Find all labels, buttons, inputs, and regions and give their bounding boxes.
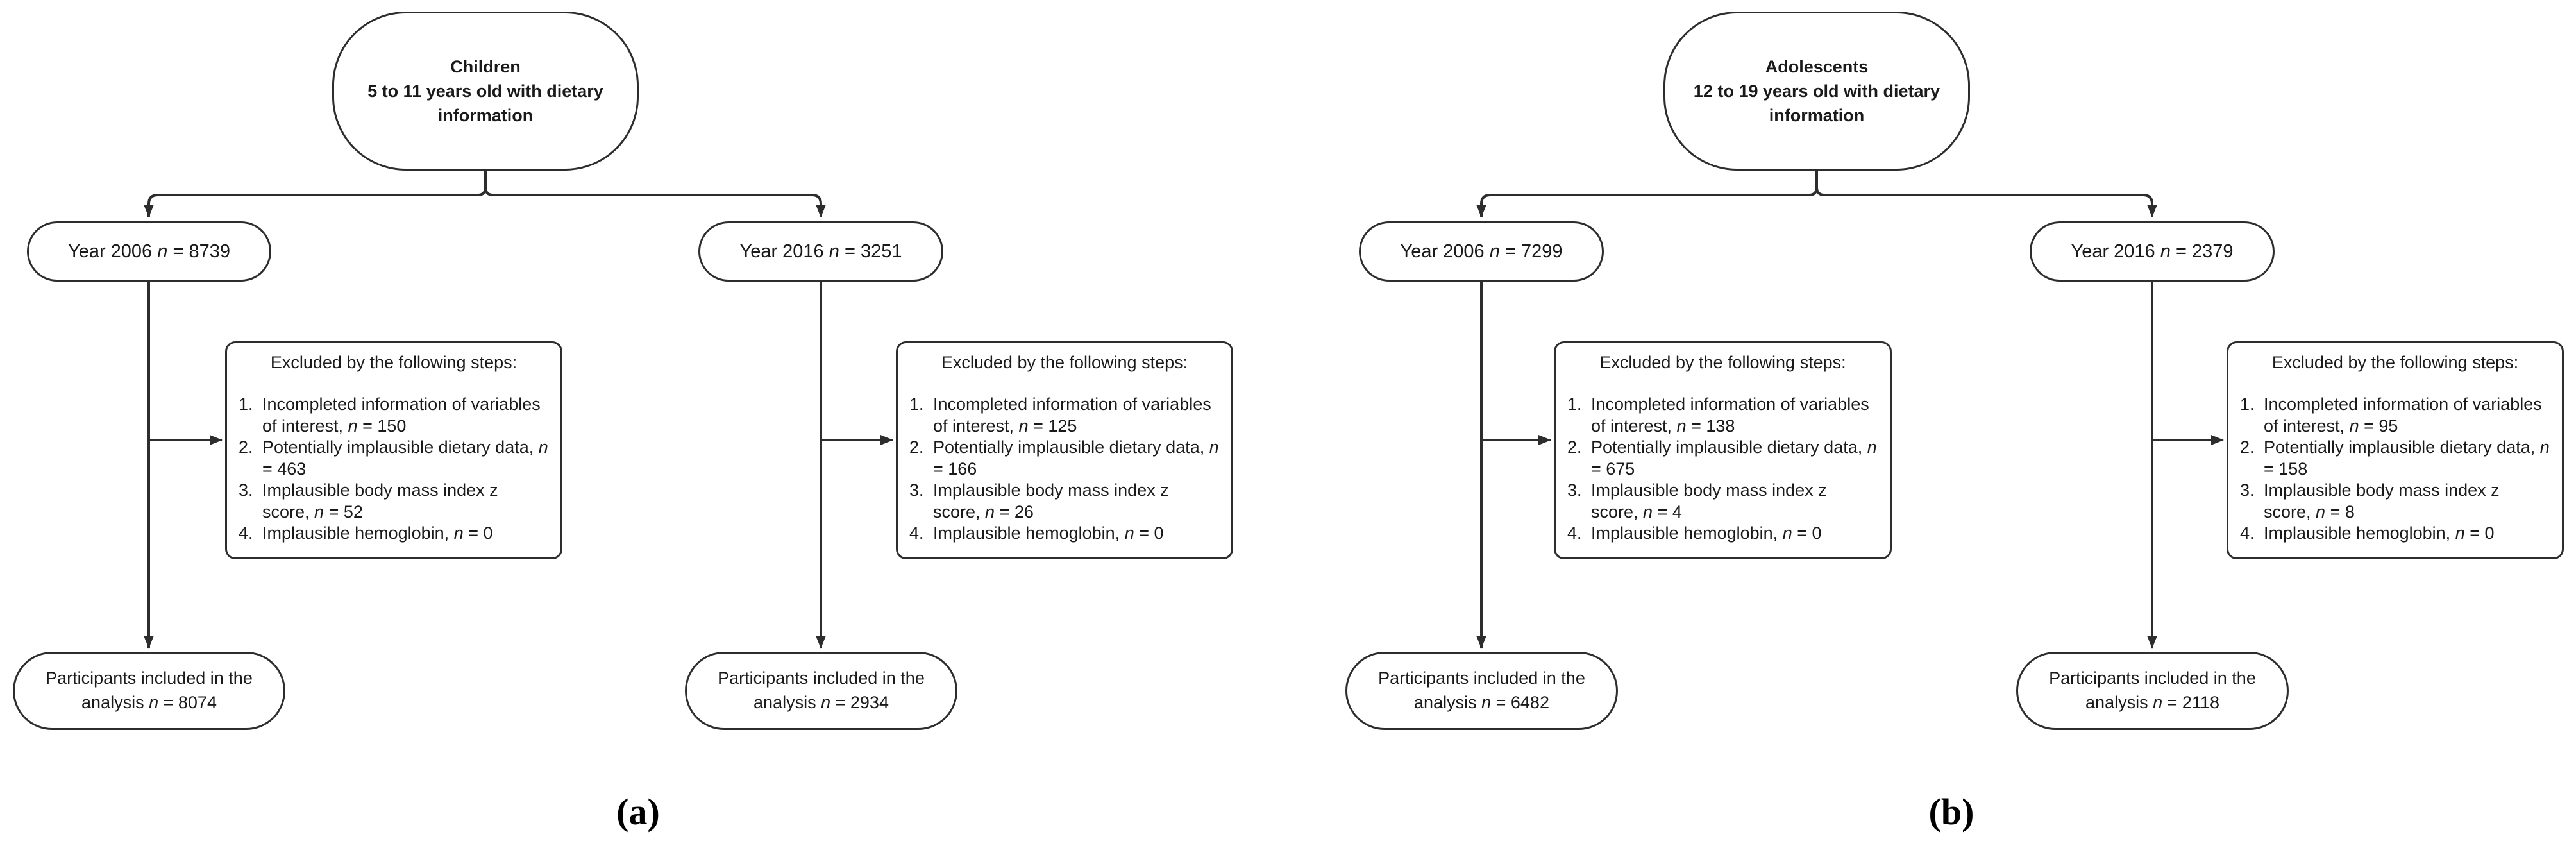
excluded-title: Excluded by the following steps: [2271,353,2519,372]
excluded-item: 3. Implausible body mass index z score, … [909,480,1169,522]
n-symbol: n [2455,523,2465,543]
panel-label-a: (a) [616,791,660,833]
excluded-item: 3. Implausible body mass index z score, … [2240,480,2500,522]
n-symbol: n [149,693,159,712]
n-symbol: n [2160,241,2171,262]
n-symbol: n [821,693,831,712]
year-node-text: Year 2006 n = 7299 [1400,241,1563,262]
n-symbol: n [314,502,324,522]
excluded-item: 3. Implausible body mass index z score, … [239,480,498,522]
excluded-item: 4. Implausible hemoglobin, n = 0 [2240,523,2495,543]
population-line: Adolescents [1765,56,1869,76]
n-symbol: n [1209,437,1219,457]
population-line: Children [450,56,521,76]
n-symbol: n [1124,523,1134,543]
panel-label-b: (b) [1928,791,1974,833]
excluded-box-b-2016: Excluded by the following steps: 1. Inco… [2227,341,2564,559]
excluded-title: Excluded by the following steps: [941,353,1188,372]
n-symbol: n [985,502,995,522]
result-line: Participants included in the [718,668,925,688]
year-2016-node-a: Year 2016 n = 3251 [698,221,943,282]
population-line: 5 to 11 years old with dietary [367,81,603,101]
result-line: analysis n = 2118 [2085,693,2219,712]
population-line: information [1769,106,1865,126]
n-symbol: n [2539,437,2550,457]
year-2006-node-b: Year 2006 n = 7299 [1359,221,1604,282]
result-line: analysis n = 6482 [1414,693,1549,712]
excluded-item: 1. Incompleted information of variables … [2240,394,2542,436]
n-symbol: n [1676,416,1687,436]
result-line: Participants included in the [1378,668,1585,688]
result-node-a-2006: Participants included in the analysis n … [13,652,285,730]
result-line: Participants included in the [46,668,253,688]
year-node-text: Year 2016 n = 2379 [2071,241,2234,262]
year-2006-node-a: Year 2006 n = 8739 [27,221,271,282]
excluded-item: 2. Potentially implausible dietary data,… [909,437,1219,479]
population-node-adolescents: Adolescents 12 to 19 years old with diet… [1663,12,1970,171]
n-symbol: n [453,523,464,543]
excluded-box-a-2016: Excluded by the following steps: 1. Inco… [896,341,1233,559]
excluded-item: 4. Implausible hemoglobin, n = 0 [239,523,493,543]
result-node-b-2006: Participants included in the analysis n … [1345,652,1618,730]
result-node-a-2016: Participants included in the analysis n … [685,652,957,730]
excluded-item: 2. Potentially implausible dietary data,… [2240,437,2550,479]
n-symbol: n [829,241,839,262]
excluded-title: Excluded by the following steps: [270,353,518,372]
n-symbol: n [1489,241,1500,262]
n-symbol: n [2316,502,2326,522]
panel-b-connectors [1476,171,2224,649]
n-symbol: n [348,416,358,436]
n-symbol: n [1481,693,1492,712]
n-symbol: n [1018,416,1029,436]
year-2016-node-b: Year 2016 n = 2379 [2030,221,2275,282]
year-node-text: Year 2006 n = 8739 [68,241,230,262]
population-line: information [437,106,534,126]
excluded-box-b-2006: Excluded by the following steps: 1. Inco… [1554,341,1892,559]
n-symbol: n [1867,437,1877,457]
year-node-text: Year 2016 n = 3251 [739,241,902,262]
population-line: 12 to 19 years old with dietary [1693,81,1940,101]
n-symbol: n [2349,416,2359,436]
n-symbol: n [2153,693,2163,712]
n-symbol: n [538,437,548,457]
excluded-item: 4. Implausible hemoglobin, n = 0 [909,523,1164,543]
excluded-item: 2. Potentially implausible dietary data,… [239,437,548,479]
excluded-item: 1. Incompleted information of variables … [1567,394,1869,436]
n-symbol: n [157,241,168,262]
result-node-b-2016: Participants included in the analysis n … [2016,652,2289,730]
result-line: analysis n = 2934 [753,693,889,712]
population-node-children: Children 5 to 11 years old with dietary … [332,12,639,171]
excluded-title: Excluded by the following steps: [1599,353,1846,372]
excluded-item: 1. Incompleted information of variables … [239,394,541,436]
excluded-box-a-2006: Excluded by the following steps: 1. Inco… [225,341,562,559]
excluded-item: 3. Implausible body mass index z score, … [1567,480,1827,522]
excluded-item: 1. Incompleted information of variables … [909,394,1211,436]
result-line: Participants included in the [2049,668,2256,688]
result-line: analysis n = 8074 [81,693,217,712]
excluded-item: 4. Implausible hemoglobin, n = 0 [1567,523,1822,543]
excluded-item: 2. Potentially implausible dietary data,… [1567,437,1877,479]
n-symbol: n [1643,502,1653,522]
n-symbol: n [1782,523,1792,543]
panel-a-connectors [144,171,893,649]
